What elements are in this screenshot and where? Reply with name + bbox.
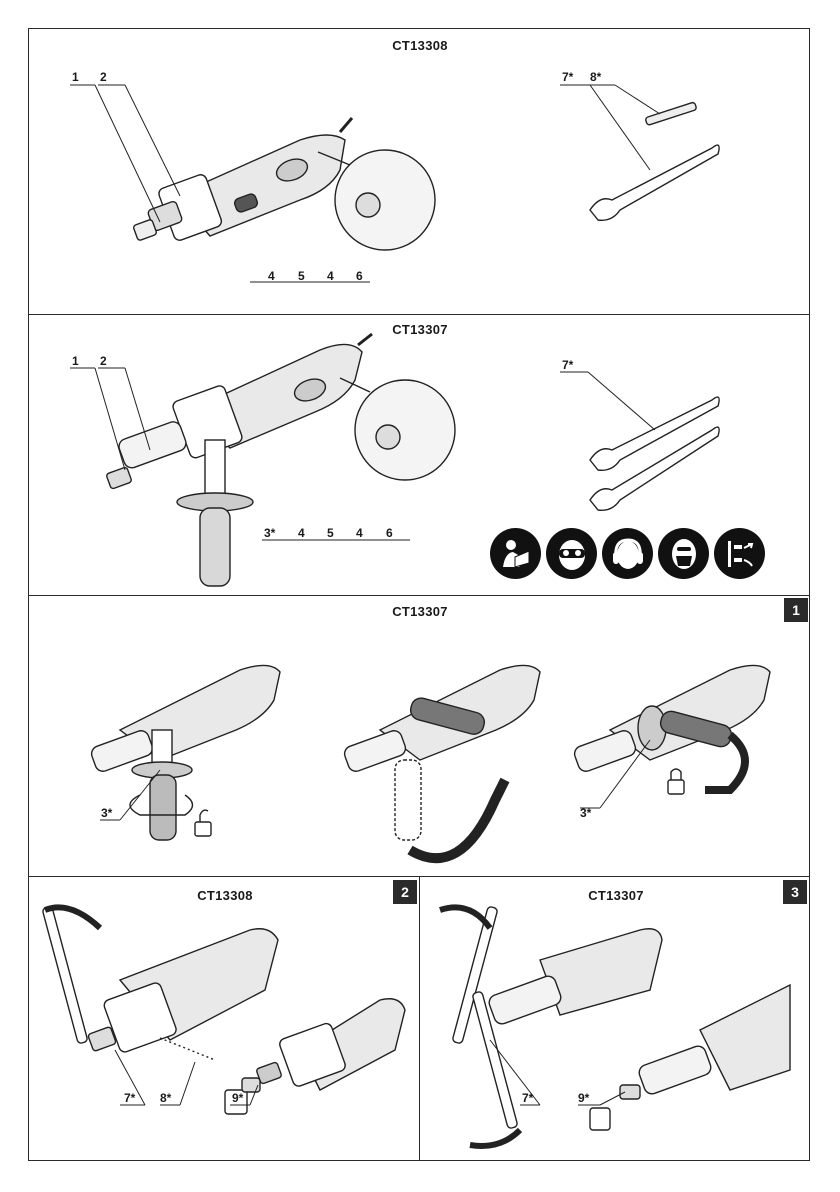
collet-change-illustration	[440, 906, 790, 1146]
collet-change-illustration	[42, 906, 405, 1114]
part-label: 9*	[232, 1091, 243, 1105]
spanner-wrench	[590, 145, 719, 220]
part-label: 3*	[580, 806, 591, 820]
unlock-icon	[195, 822, 211, 836]
part-label: 4	[327, 269, 334, 283]
part-label: 6	[356, 269, 363, 283]
part-label: 5	[327, 526, 334, 540]
part-label: 7*	[124, 1091, 135, 1105]
part-label: 7*	[562, 70, 573, 84]
ear-protection-icon	[602, 528, 653, 579]
safety-pictograms	[490, 528, 765, 579]
safety-goggles-icon	[546, 528, 597, 579]
handle-step-illustration	[89, 665, 280, 840]
detail-magnifier	[355, 380, 455, 480]
part-label: 1	[72, 70, 79, 84]
part-label: 3*	[101, 806, 112, 820]
dust-mask-icon	[658, 528, 709, 579]
part-label: 3*	[264, 526, 275, 540]
part-label: 1	[72, 354, 79, 368]
read-manual-icon	[490, 528, 541, 579]
part-label: 6	[386, 526, 393, 540]
unplug-icon	[714, 528, 765, 579]
part-label: 2	[100, 354, 107, 368]
grinder-illustration	[133, 118, 352, 242]
part-label: 7*	[522, 1091, 533, 1105]
pin-wrench	[645, 102, 697, 126]
part-label: 9*	[578, 1091, 589, 1105]
lock-icon	[668, 780, 684, 794]
part-label: 7*	[562, 358, 573, 372]
spanner-wrench	[590, 397, 719, 470]
part-label: 4	[356, 526, 363, 540]
part-label: 4	[268, 269, 275, 283]
grinder-with-handle-illustration	[106, 334, 372, 586]
part-label: 8*	[160, 1091, 171, 1105]
brush-cap-detail	[356, 193, 380, 217]
part-label: 5	[298, 269, 305, 283]
part-label: 8*	[590, 70, 601, 84]
part-label: 2	[100, 70, 107, 84]
handle-step-illustration	[342, 665, 540, 858]
brush-cap-detail	[376, 425, 400, 449]
part-label: 4	[298, 526, 305, 540]
